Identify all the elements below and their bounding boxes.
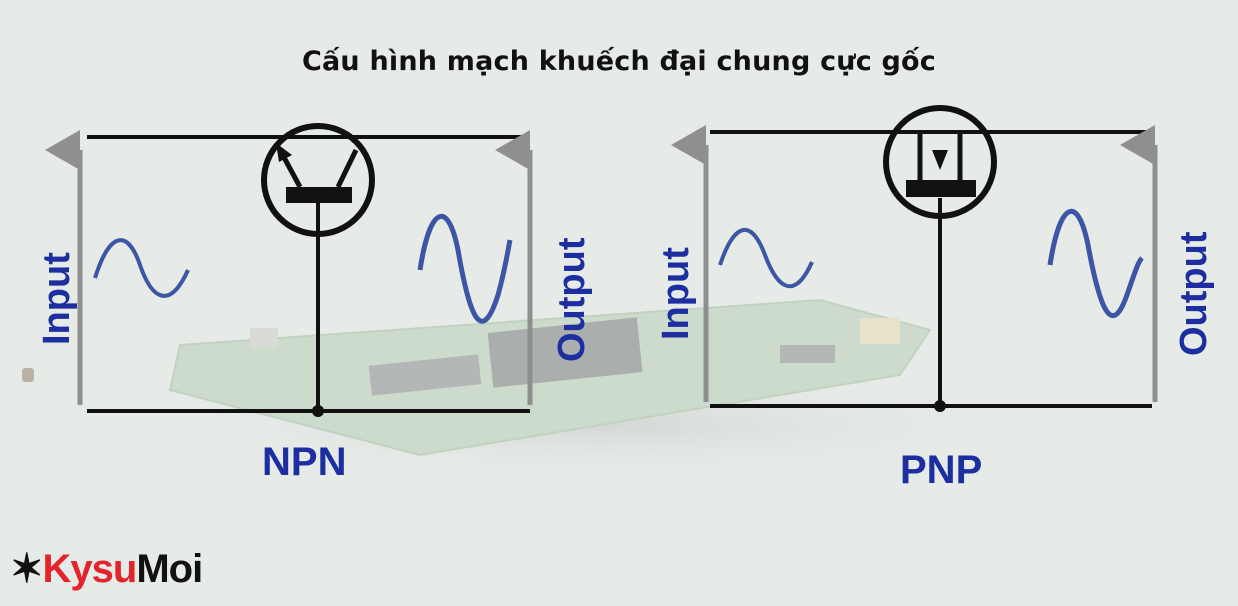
logo-part1: Kysu: [42, 547, 138, 591]
pcb-background: [130, 298, 1070, 480]
pnp-emitter-arrow: [932, 150, 948, 170]
npn-transistor-symbol: [261, 123, 375, 237]
pnp-circuit: [671, 105, 1158, 412]
logo-mark-icon: ✶: [10, 547, 44, 591]
pnp-output-label: Output: [1173, 231, 1215, 356]
npn-output-wave: [417, 214, 513, 324]
npn-collector-lead: [335, 148, 359, 189]
pnp-name-label: PNP: [900, 448, 983, 492]
pnp-input-label: Input: [655, 247, 697, 340]
logo-part2: Moi: [136, 547, 203, 591]
npn-input-label: Input: [36, 252, 78, 345]
npn-input-wave: [93, 238, 190, 298]
npn-base-bar: [286, 187, 352, 203]
pnp-transistor-symbol: [883, 105, 997, 219]
kysumoi-logo: ✶KysuMoi: [10, 546, 203, 592]
pnp-output-wave: [1047, 209, 1144, 318]
pnp-ground-node: [934, 400, 946, 412]
pnp-input-wave: [718, 227, 814, 289]
pnp-base-bar: [906, 180, 976, 197]
diagram-title: Cấu hình mạch khuếch đại chung cực gốc: [301, 46, 936, 77]
npn-circuit: [45, 123, 533, 417]
small-component-icon: [22, 368, 34, 382]
npn-name-label: NPN: [262, 440, 347, 484]
npn-ground-node: [312, 405, 324, 417]
npn-output-label: Output: [551, 237, 593, 362]
npn-emitter-arrow: [276, 143, 292, 162]
